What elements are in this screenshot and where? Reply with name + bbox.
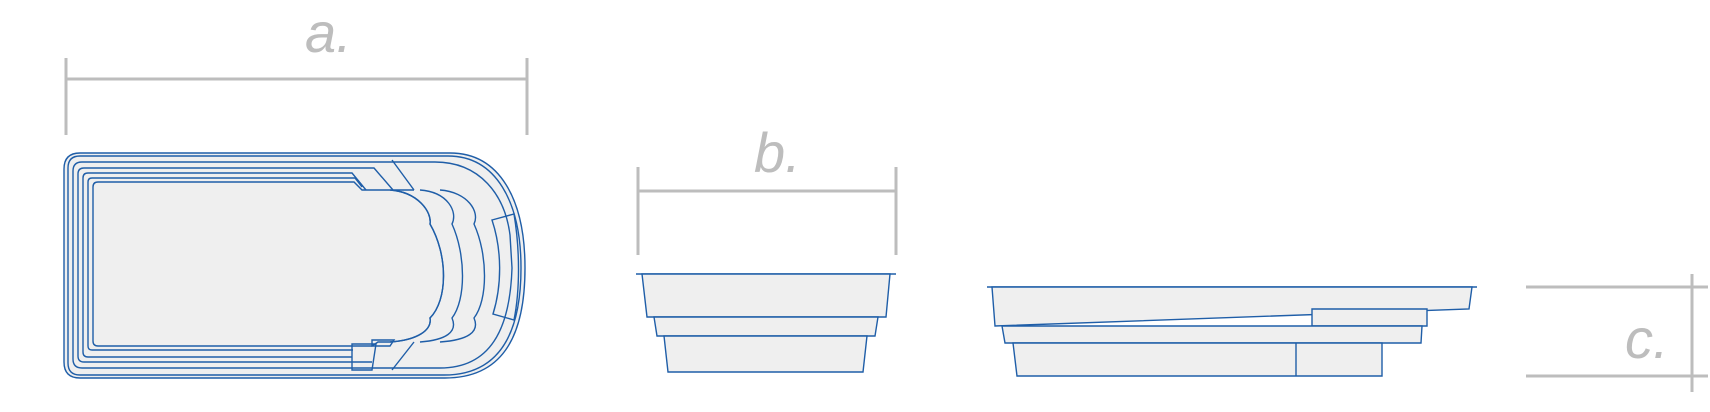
label-b: b.	[754, 121, 801, 184]
label-c: c.	[1625, 307, 1669, 370]
dimension-b: b.	[636, 121, 898, 255]
end-view-tier-2	[653, 316, 879, 337]
step-block-bottom	[351, 343, 377, 371]
label-a: a.	[305, 1, 352, 64]
step-line-top	[391, 159, 415, 191]
ledge-3	[87, 177, 363, 351]
step-line-bottom	[391, 341, 415, 371]
side-view-tier-1	[991, 286, 1473, 327]
top-view: a.	[63, 1, 529, 379]
side-view-tier-3	[1012, 342, 1383, 377]
end-view-tier-1	[641, 273, 891, 318]
dimension-a: a.	[64, 1, 529, 135]
pool-floor	[92, 181, 445, 347]
side-view-step-1	[1311, 308, 1428, 327]
pool-edge-2	[67, 155, 522, 376]
step-curve-1	[389, 189, 445, 343]
dimension-c: c.	[1526, 274, 1708, 392]
step-block-top	[371, 339, 396, 347]
ledge-2	[82, 172, 367, 358]
end-view-tier-3	[663, 335, 868, 373]
side-view	[987, 286, 1477, 377]
step-curve-3	[439, 189, 486, 343]
pool-edge-3	[72, 161, 513, 369]
step-curve-2	[419, 189, 464, 343]
ledge-1	[77, 167, 414, 363]
end-view: b.	[636, 121, 898, 373]
side-view-tier-2	[1001, 325, 1423, 344]
bench-seat	[491, 213, 520, 321]
